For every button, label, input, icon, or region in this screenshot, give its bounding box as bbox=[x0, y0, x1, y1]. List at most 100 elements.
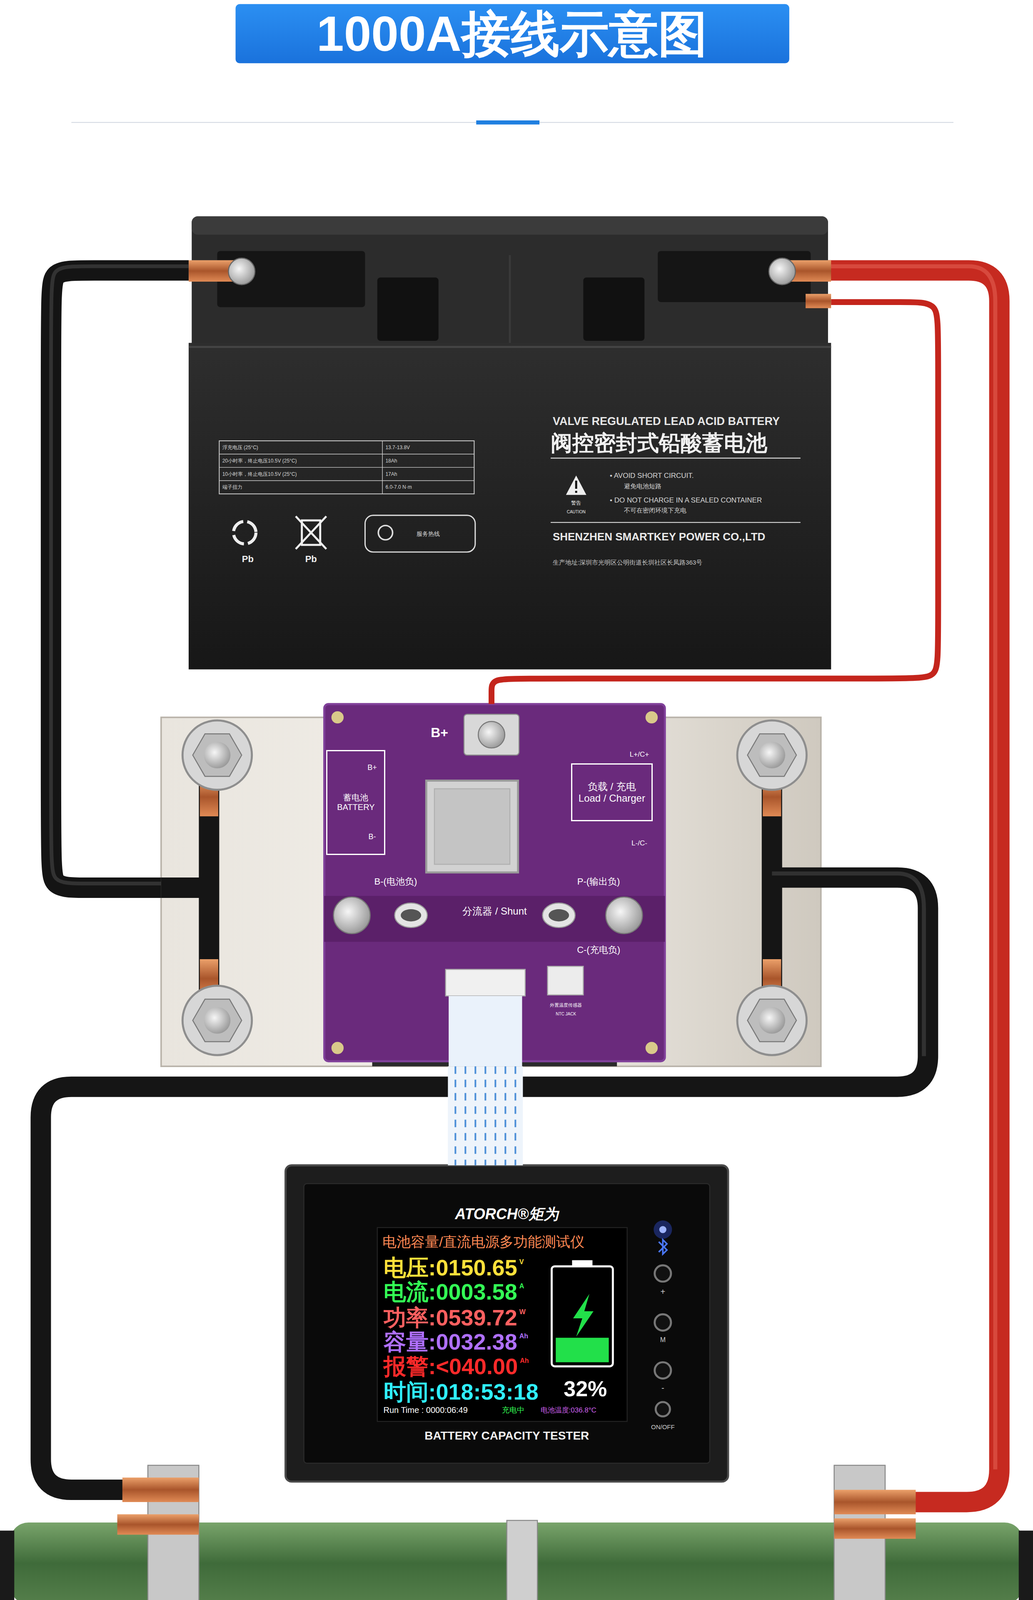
spec-table-cell: 6.0-7.0 N·m bbox=[385, 484, 412, 490]
lead-acid-battery bbox=[219, 466, 475, 468]
spec-table-cell: 18Ah bbox=[385, 458, 397, 464]
lead-acid-battery bbox=[219, 480, 475, 481]
page-title: 1000A接线示意图 bbox=[316, 9, 708, 59]
unit-symbol: W bbox=[519, 1308, 526, 1315]
load-resistor bbox=[1018, 1529, 1033, 1600]
terminal-bolt bbox=[737, 985, 807, 1056]
meter-button bbox=[654, 1313, 672, 1330]
time-reading: 时间:018:53:18 bbox=[383, 1379, 539, 1403]
alarm-reading: 报警:<040.00 bbox=[383, 1354, 519, 1378]
unit-symbol: V bbox=[519, 1258, 524, 1266]
battery-negative-wire bbox=[50, 270, 189, 888]
meter-button bbox=[654, 1265, 672, 1416]
spec-table-cell: 13.7-13.8V bbox=[385, 444, 410, 450]
status-led bbox=[659, 1225, 667, 1233]
ribbon-stripe bbox=[504, 1065, 507, 1166]
load-resistor bbox=[122, 1477, 200, 1502]
terminal-bolt bbox=[182, 985, 252, 1056]
lead-acid-battery bbox=[188, 345, 831, 348]
terminal-bolt bbox=[758, 741, 786, 769]
maker-name: SHENZHEN SMARTKEY POWER CO.,LTD bbox=[552, 531, 766, 542]
caution-label: 警告 bbox=[571, 500, 582, 506]
lead-acid-battery bbox=[657, 250, 811, 302]
button-label: - bbox=[661, 1383, 665, 1392]
lead-acid-battery bbox=[550, 521, 801, 523]
screen-title: 电池容量/直流电源多功能测试仪 bbox=[382, 1234, 585, 1249]
load-resistor bbox=[834, 1489, 916, 1515]
lead-acid-battery bbox=[381, 440, 383, 494]
load-resistor bbox=[0, 1529, 15, 1600]
terminal-bolt bbox=[747, 998, 797, 1042]
title-rule bbox=[71, 120, 954, 125]
lead-acid-battery bbox=[219, 440, 475, 494]
status-led bbox=[653, 1220, 672, 1239]
lead-acid-battery bbox=[377, 277, 439, 341]
spec-table-cell: 20小时率，终止电压10.5V (25°C) bbox=[222, 458, 297, 464]
warning-note: 避免电池短路 bbox=[623, 482, 662, 489]
status-text: 充电中 bbox=[501, 1405, 525, 1414]
ribbon-stripe bbox=[484, 1065, 487, 1166]
meter-housing bbox=[285, 1165, 729, 1482]
charge-percent: 32% bbox=[563, 1377, 607, 1400]
ribbon-stripe bbox=[494, 1065, 497, 1166]
load-resistor bbox=[0, 1464, 1033, 1600]
run-time: Run Time : 0000:06:49 bbox=[383, 1405, 468, 1414]
terminal-bolt bbox=[747, 733, 797, 776]
copper-lug bbox=[199, 777, 781, 998]
warning-note: 不可在密闭环境下充电 bbox=[623, 506, 687, 514]
bluetooth-icon bbox=[658, 1239, 668, 1254]
lead-acid-battery bbox=[217, 250, 365, 307]
load-wire bbox=[761, 759, 783, 1020]
bluetooth-icon bbox=[658, 1239, 668, 1254]
lead-acid-battery bbox=[566, 475, 587, 495]
meter-housing bbox=[285, 1165, 729, 1482]
load-resistor bbox=[506, 1519, 538, 1600]
load-resistor bbox=[834, 1517, 916, 1539]
shunt-pcb bbox=[605, 896, 643, 934]
terminal-label: C-(充电负) bbox=[576, 945, 621, 955]
status-led bbox=[653, 1220, 672, 1239]
lead-acid-battery bbox=[233, 521, 257, 544]
shunt-pcb bbox=[333, 896, 371, 934]
shunt-label: 分流器 / Shunt bbox=[462, 905, 527, 916]
lead-acid-battery bbox=[575, 480, 578, 489]
button-label: ON/OFF bbox=[651, 1422, 675, 1430]
shunt-pcb bbox=[445, 969, 526, 996]
warning-note: • DO NOT CHARGE IN A SEALED CONTAINER bbox=[609, 496, 762, 504]
pin-label: L-/C- bbox=[631, 838, 648, 846]
ribbon-stripe bbox=[514, 1065, 517, 1166]
shunt-pcb bbox=[547, 965, 584, 995]
terminal-bolt bbox=[182, 720, 807, 1055]
pin-label: B+ bbox=[367, 763, 377, 772]
shunt-pcb bbox=[400, 908, 422, 921]
terminal-bolt bbox=[192, 998, 243, 1042]
shunt-pcb bbox=[548, 908, 569, 921]
lead-acid-battery bbox=[583, 277, 645, 341]
ribbon-cable bbox=[447, 1065, 523, 1166]
lead-acid-battery bbox=[188, 342, 831, 670]
box-label: 蓄电池 BATTERY bbox=[334, 792, 377, 812]
load-wire bbox=[40, 877, 929, 1490]
shunt-pcb bbox=[331, 1041, 344, 1054]
capacity-reading: 容量:0032.38 bbox=[383, 1329, 518, 1353]
unit-symbol: A bbox=[519, 1282, 525, 1290]
shunt-pcb bbox=[324, 895, 666, 942]
meter-housing bbox=[304, 1183, 710, 1463]
screen-battery-icon bbox=[551, 1259, 613, 1366]
terminal-bolt bbox=[204, 1006, 231, 1034]
button-label: + bbox=[660, 1287, 666, 1296]
current-reading: 电流:0003.58 bbox=[383, 1280, 518, 1303]
lead-acid-battery bbox=[219, 453, 475, 455]
load-wire bbox=[161, 877, 210, 898]
shunt-pcb bbox=[331, 711, 344, 724]
load-resistor bbox=[117, 1513, 200, 1535]
meter-button bbox=[654, 1265, 672, 1282]
terminal-label: P-(输出负) bbox=[577, 876, 621, 886]
shunt-pcb bbox=[464, 713, 519, 755]
terminal-bolt bbox=[192, 733, 243, 776]
pin-label: B- bbox=[368, 832, 377, 841]
unit-symbol: Ah bbox=[519, 1357, 529, 1364]
ribbon-stripe bbox=[474, 1065, 477, 1166]
battery-sense-wire bbox=[491, 301, 939, 704]
